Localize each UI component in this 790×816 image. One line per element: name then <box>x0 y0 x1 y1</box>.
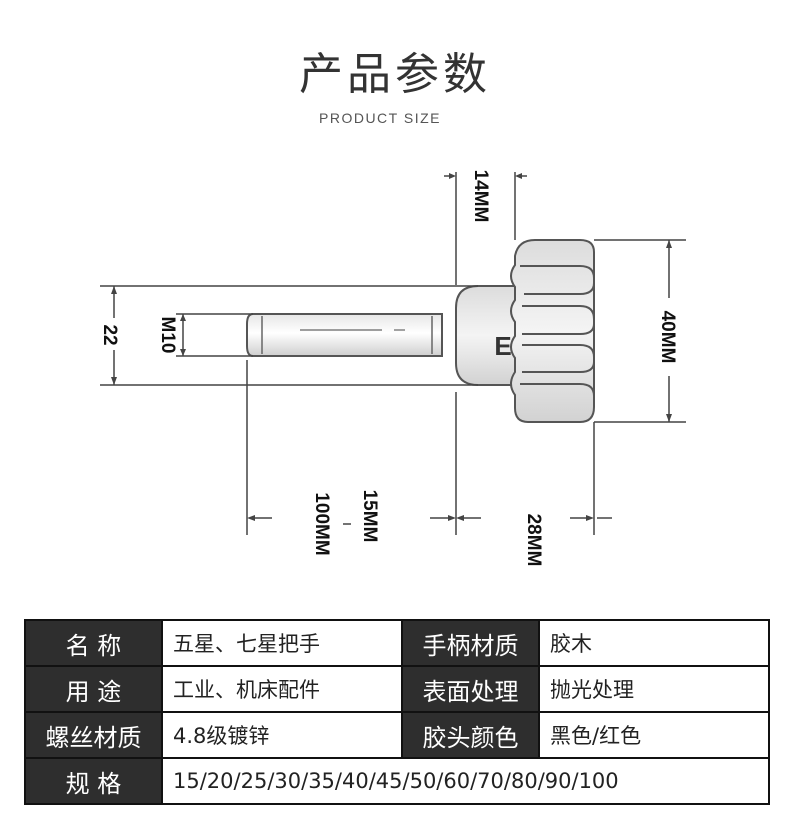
dim-28mm <box>456 422 612 535</box>
dim-m10 <box>176 313 253 357</box>
spec-value-head-color: 黑色/红色 <box>538 711 770 759</box>
spec-label-sizes: 规 格 <box>24 757 163 805</box>
spec-row-screw-material: 螺丝材质 4.8级镀锌 胶头颜色 黑色/红色 <box>24 711 770 759</box>
spec-label-surface: 表面处理 <box>401 665 540 713</box>
dim-rod-length <box>246 360 457 535</box>
spec-label-handle-material: 手柄材质 <box>401 619 540 667</box>
spec-label-name: 名 称 <box>24 619 163 667</box>
dimension-drawing: E 14MM 40MM 22 M10 <box>99 169 686 567</box>
spec-value-name: 五星、七星把手 <box>161 619 403 667</box>
dim-label-head-length: 14MM <box>470 170 491 223</box>
spec-row-name: 名 称 五星、七星把手 手柄材质 胶木 <box>24 619 770 667</box>
dim-14mm <box>444 172 527 285</box>
spec-label-head-color: 胶头颜色 <box>401 711 540 759</box>
dim-40mm <box>594 239 686 423</box>
threaded-rod <box>246 313 443 357</box>
dim-label-knob-diameter: 40MM <box>657 311 678 364</box>
dim-label-thread-length: 100MM <box>311 492 332 555</box>
spec-value-surface: 抛光处理 <box>538 665 770 713</box>
page-title: 产品参数 <box>299 49 491 100</box>
dim-label-thread: M10 <box>157 317 178 354</box>
spec-table: 名 称 五星、七星把手 手柄材质 胶木 用 途 工业、机床配件 表面处理 抛光处… <box>24 619 770 805</box>
spec-label-screw-material: 螺丝材质 <box>24 711 163 759</box>
spec-value-screw-material: 4.8级镀锌 <box>161 711 403 759</box>
spec-value-handle-material: 胶木 <box>538 619 770 667</box>
spec-label-usage: 用 途 <box>24 665 163 713</box>
dim-label-collar-diameter: 22 <box>99 324 120 345</box>
dim-label-thread-length-short: 15MM <box>359 490 380 543</box>
spec-value-sizes: 15/20/25/30/35/40/45/50/60/70/80/90/100 <box>161 757 770 805</box>
page-subtitle: PRODUCT SIZE <box>319 110 441 126</box>
knob-letter: E <box>494 331 511 361</box>
spec-value-usage: 工业、机床配件 <box>161 665 403 713</box>
knob-collar <box>455 285 523 386</box>
dim-label-knob-length: 28MM <box>523 514 544 567</box>
star-knob-head: E <box>494 239 595 423</box>
spec-row-usage: 用 途 工业、机床配件 表面处理 抛光处理 <box>24 665 770 713</box>
spec-row-sizes: 规 格 15/20/25/30/35/40/45/50/60/70/80/90/… <box>24 757 770 805</box>
